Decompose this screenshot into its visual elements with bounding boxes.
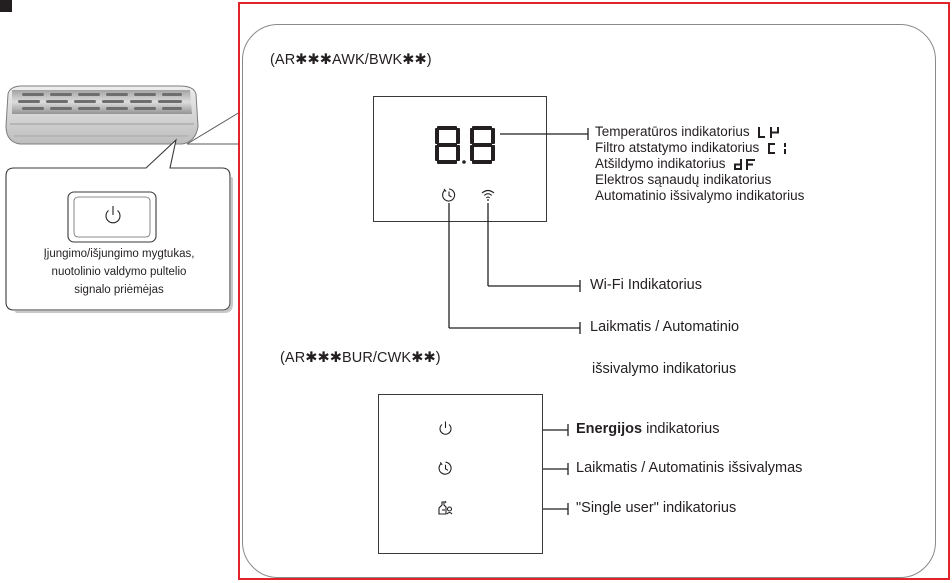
temperature-label-row: Temperatūros indikatorius	[595, 124, 804, 140]
bottom-power-icon	[439, 421, 452, 435]
callout-line-1: Įjungimo/išjungimo mygtukas,	[43, 248, 195, 260]
auto-clean-label: Automatinio išsivalymo indikatorius	[595, 188, 805, 203]
callout-line-2: nuotolinio valdymo pultelio	[51, 266, 187, 278]
bottom-timer-icon	[438, 461, 452, 475]
df-code-icon	[734, 158, 756, 170]
timer-icon	[442, 188, 456, 202]
defrost-label-row: Atšildymo indikatorius	[595, 156, 804, 172]
top-indicator-labels: Temperatūros indikatorius Filtro atstaty…	[595, 124, 804, 204]
wifi-label: Wi-Fi Indikatorius	[590, 277, 702, 293]
lh-code-icon	[758, 126, 780, 138]
zoom-lines	[186, 111, 241, 145]
callout-text: Įjungimo/išjungimo mygtukas, nuotolinio …	[8, 245, 230, 299]
timer-label-line-1: Laikmatis / Automatinio	[590, 319, 740, 335]
temperature-label: Temperatūros indikatorius	[595, 124, 750, 139]
single-user-label: "Single user" indikatorius	[576, 500, 737, 516]
indicator-panel	[242, 24, 936, 578]
filter-label: Filtro atstatymo indikatorius	[595, 140, 760, 155]
ac-unit-illustration	[5, 85, 233, 313]
single-user-icon	[438, 500, 453, 515]
power-icon	[105, 206, 121, 224]
energy-label: Energijos indikatorius	[576, 421, 719, 437]
callout-line-3: signalo priėmėjas	[74, 284, 164, 296]
wifi-icon	[481, 189, 495, 201]
model-top-heading: (AR✱✱✱AWK/BWK✱✱)	[270, 52, 432, 68]
timer-label-line-2: išsivalymo indikatorius	[592, 361, 737, 377]
energy-label-bold: Energijos	[576, 421, 643, 437]
defrost-label: Atšildymo indikatorius	[595, 156, 726, 171]
highlight-frame	[238, 2, 950, 580]
energy-label-rest: indikatorius	[642, 421, 720, 437]
seven-segment-display-icon	[435, 126, 495, 164]
power-usage-label: Elektros sąnaudų indikatorius	[595, 172, 772, 187]
model-bottom-heading: (AR✱✱✱BUR/CWK✱✱)	[280, 350, 441, 366]
filter-label-row: Filtro atstatymo indikatorius	[595, 140, 804, 156]
corner-mark	[0, 0, 12, 12]
bottom-display	[378, 394, 543, 554]
bottom-timer-label: Laikmatis / Automatinis išsivalymas	[576, 460, 803, 476]
c1-code-icon	[768, 142, 787, 154]
